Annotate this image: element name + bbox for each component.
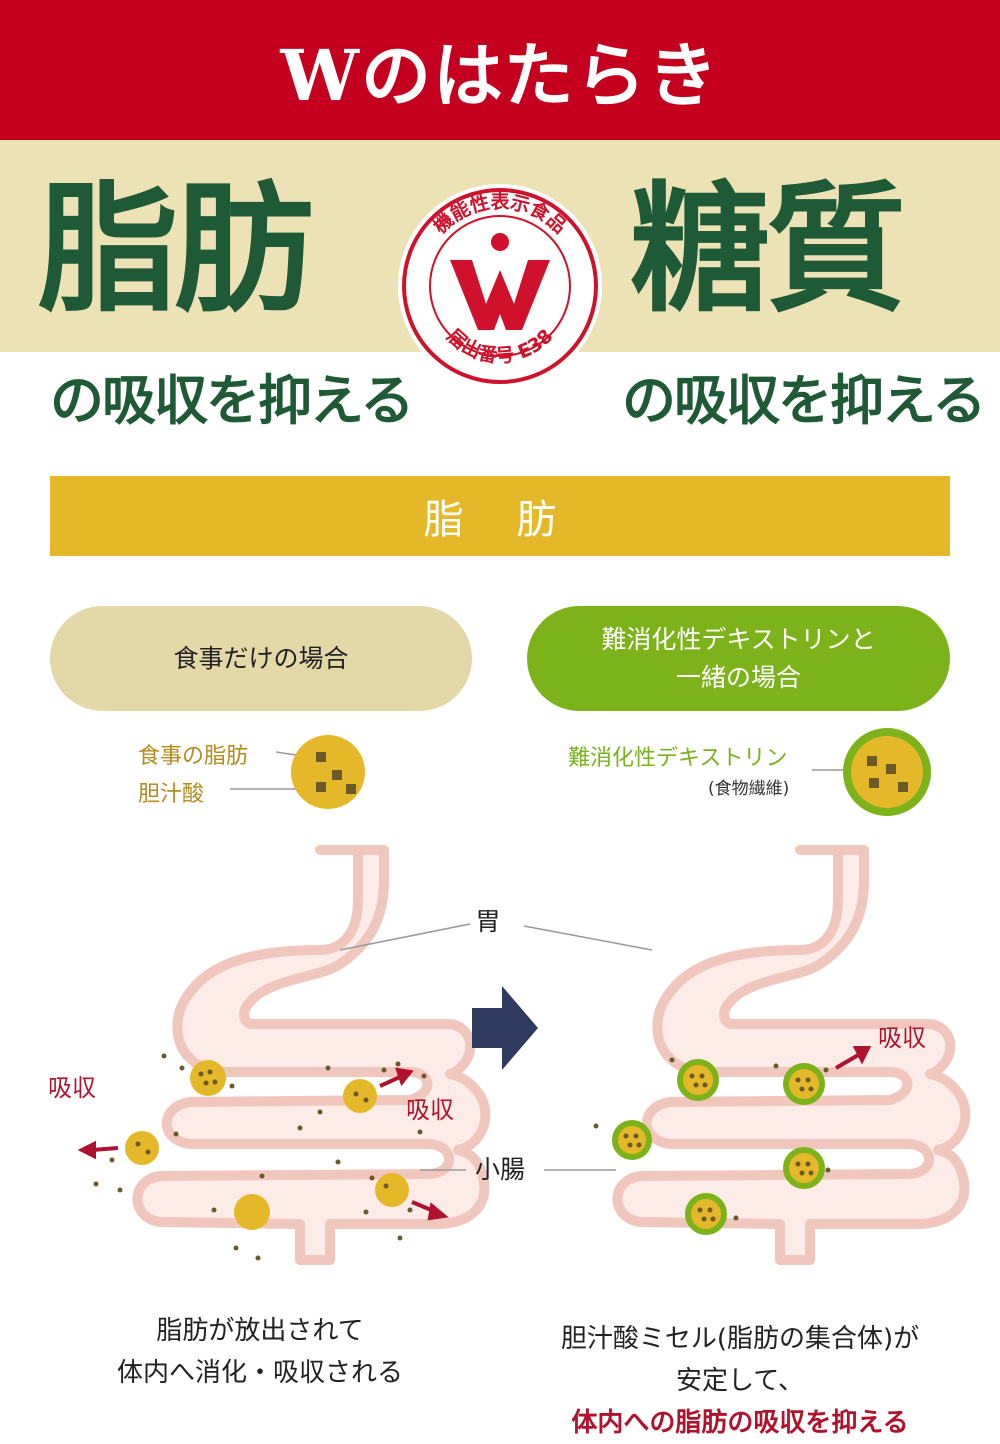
bile-acid-label: 胆汁酸 xyxy=(138,782,205,807)
fat-particle-icon xyxy=(869,778,879,788)
section-label: 脂 肪 xyxy=(423,497,577,543)
title-banner: Wのはたらき xyxy=(0,0,1000,140)
right-caption-line1: 胆汁酸ミセル(脂肪の集合体)が xyxy=(560,1324,920,1354)
absorb-label-2: 吸収 xyxy=(406,1096,454,1124)
meal-fat-label: 食事の脂肪 xyxy=(138,744,249,769)
left-fat-particles xyxy=(93,1053,427,1261)
fat-particle-icon xyxy=(332,770,342,780)
legend-diagram xyxy=(230,728,931,816)
right-caption-line3: 体内への脂肪の吸収を抑える xyxy=(571,1408,909,1438)
meal-only-pill: 食事だけの場合 xyxy=(50,606,472,711)
absorb-label-3: 吸収 xyxy=(878,1024,926,1052)
left-caption: 脂肪が放出されて 体内へ消化・吸収される xyxy=(60,1310,460,1394)
seal-inner-ring xyxy=(429,215,571,357)
stomach-label: 胃 xyxy=(475,907,500,936)
fiber-label: (食物繊維) xyxy=(708,779,790,799)
arrow-right-icon xyxy=(472,986,538,1070)
with-dextrin-line2: 一緒の場合 xyxy=(675,662,801,692)
with-dextrin-line1: 難消化性デキストリンと xyxy=(601,624,876,654)
right-caption-line2: 安定して、 xyxy=(676,1366,804,1396)
intestine-right xyxy=(618,850,966,1260)
left-caption-line2: 体内へ消化・吸収される xyxy=(116,1358,403,1388)
digestive-diagram: 胃 小腸 吸収 吸収 xyxy=(48,840,1000,1290)
left-caption-line1: 脂肪が放出されて xyxy=(156,1316,364,1346)
fat-particle-icon xyxy=(886,764,896,774)
right-micelles xyxy=(593,1057,831,1235)
fat-subline: の吸収を抑える xyxy=(50,368,414,432)
fat-particle-icon xyxy=(346,784,356,794)
right-absorb-arrow xyxy=(834,1046,872,1070)
left-absorb-arrows xyxy=(77,1067,449,1221)
sugar-subline: の吸収を抑える xyxy=(622,368,986,432)
dextrin-label: 難消化性デキストリン xyxy=(568,746,788,771)
fat-particle-icon xyxy=(316,782,326,792)
absorb-label-1: 吸収 xyxy=(48,1074,96,1102)
meal-only-label: 食事だけの場合 xyxy=(173,643,349,673)
fat-headline: 脂肪 xyxy=(38,168,314,332)
with-dextrin-pill: 難消化性デキストリンと 一緒の場合 xyxy=(527,606,950,711)
intestine-label: 小腸 xyxy=(475,1155,525,1184)
sugar-headline: 糖質 xyxy=(630,168,906,332)
page-title: Wのはたらき xyxy=(280,33,720,117)
fat-particle-icon xyxy=(316,752,326,762)
functional-food-seal: 機能性表示食品 届出番号 E38 xyxy=(398,184,602,388)
fat-section-header: 脂 肪 xyxy=(50,476,950,556)
seal-outer-ring xyxy=(402,188,598,384)
fat-particle-icon xyxy=(867,756,877,766)
seal-dot xyxy=(491,233,509,251)
stomach-leader-right xyxy=(523,925,653,951)
right-caption: 胆汁酸ミセル(脂肪の集合体)が 安定して、 体内への脂肪の吸収を抑える xyxy=(520,1318,960,1444)
micelle-icon xyxy=(291,735,365,809)
stomach-leader-left xyxy=(339,923,471,951)
seal-w-logo xyxy=(450,260,550,330)
intestine-left xyxy=(138,850,486,1260)
fat-particle-icon xyxy=(898,782,908,792)
